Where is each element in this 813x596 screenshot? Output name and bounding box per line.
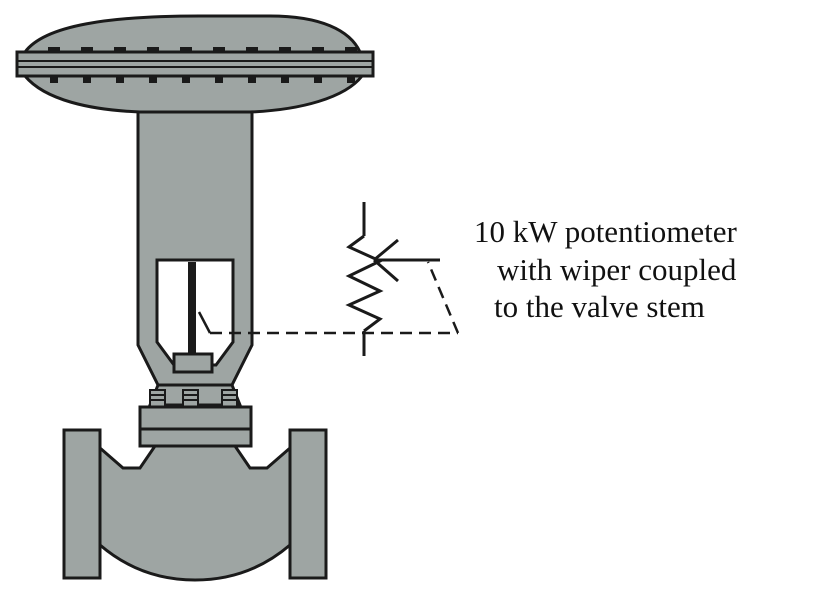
- wiper-linkage: [210, 261, 460, 335]
- bolt-head: [180, 47, 192, 52]
- bolt-nut: [83, 76, 91, 83]
- wiper-arrow-icon: [373, 238, 440, 283]
- bolt-head: [312, 47, 324, 52]
- valve-stem: [188, 262, 196, 358]
- annotation-line-1: 10 kW potentiometer: [474, 214, 737, 249]
- bolt-head: [279, 47, 291, 52]
- flange-bolts-lower: [50, 76, 355, 83]
- bolt-head: [81, 47, 93, 52]
- bonnet: [138, 427, 253, 448]
- flange-bolts: [48, 47, 357, 52]
- annotation-line-3: to the valve stem: [494, 289, 705, 324]
- valve-body: [98, 444, 292, 582]
- bolt-head: [345, 47, 357, 52]
- bolt-head: [147, 47, 159, 52]
- bolt-nut: [347, 76, 355, 83]
- bolt-nut: [182, 76, 190, 83]
- bolt-nut: [314, 76, 322, 83]
- inlet-flange: [62, 428, 102, 580]
- outlet-flange: [288, 428, 328, 580]
- actuator-lower-housing: [21, 74, 366, 114]
- bolt-nut: [149, 76, 157, 83]
- bolt-nut: [116, 76, 124, 83]
- annotation-line-2: with wiper coupled: [497, 252, 737, 287]
- actuator-flange: [15, 50, 375, 78]
- bolt-head: [114, 47, 126, 52]
- bolt-nut: [215, 76, 223, 83]
- bolt-nut: [50, 76, 58, 83]
- wiper-arm: [197, 311, 212, 334]
- potentiometer: [345, 202, 384, 356]
- bolt-head: [48, 47, 60, 52]
- bolt-head: [213, 47, 225, 52]
- stem-connector: [172, 352, 214, 374]
- bolt-head: [246, 47, 258, 52]
- bolt-nut: [281, 76, 289, 83]
- actuator-upper-dome: [22, 14, 363, 54]
- bolt-nut: [248, 76, 256, 83]
- bonnet-flange: [138, 405, 253, 431]
